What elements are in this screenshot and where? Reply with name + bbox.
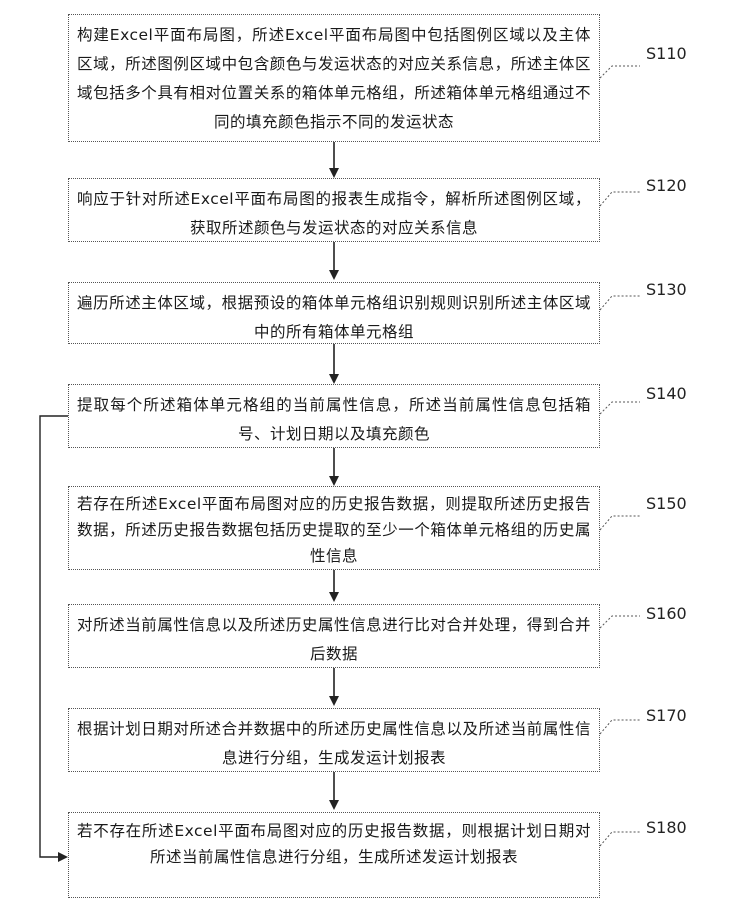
step-label-s180: S180 — [646, 818, 687, 837]
step-box-s180: 若不存在所述Excel平面布局图对应的历史报告数据，则根据计划日期对所述当前属性… — [68, 812, 600, 898]
step-box-s120: 响应于针对所述Excel平面布局图的报表生成指令，解析所述图例区域，获取所述颜色… — [68, 178, 600, 242]
leader-s160 — [600, 616, 640, 628]
leader-s110 — [600, 66, 640, 78]
step-label-s110: S110 — [646, 44, 687, 63]
step-label-s150: S150 — [646, 494, 687, 513]
step-box-s160: 对所述当前属性信息以及所述历史属性信息进行比对合并处理，得到合并后数据 — [68, 604, 600, 668]
leader-s140 — [600, 402, 640, 414]
arrow-s140-s180-branch — [40, 416, 68, 857]
step-label-s130: S130 — [646, 280, 687, 299]
leader-s130 — [600, 296, 640, 310]
leader-s120 — [600, 192, 640, 206]
step-box-s130: 遍历所述主体区域，根据预设的箱体单元格组识别规则识别所述主体区域中的所有箱体单元… — [68, 282, 600, 344]
step-box-s170: 根据计划日期对所述合并数据中的所述历史属性信息以及所述当前属性信息进行分组，生成… — [68, 708, 600, 772]
step-label-s160: S160 — [646, 604, 687, 623]
step-box-s140: 提取每个所述箱体单元格组的当前属性信息，所述当前属性信息包括箱号、计划日期以及填… — [68, 384, 600, 448]
leader-s180 — [600, 832, 640, 846]
step-label-s170: S170 — [646, 706, 687, 725]
leader-s170 — [600, 720, 640, 734]
step-box-s150: 若存在所述Excel平面布局图对应的历史报告数据，则提取所述历史报告数据，所述历… — [68, 486, 600, 570]
step-box-s110: 构建Excel平面布局图，所述Excel平面布局图中包括图例区域以及主体区域，所… — [68, 14, 600, 142]
step-label-s120: S120 — [646, 176, 687, 195]
leader-s150 — [600, 516, 640, 530]
step-label-s140: S140 — [646, 384, 687, 403]
